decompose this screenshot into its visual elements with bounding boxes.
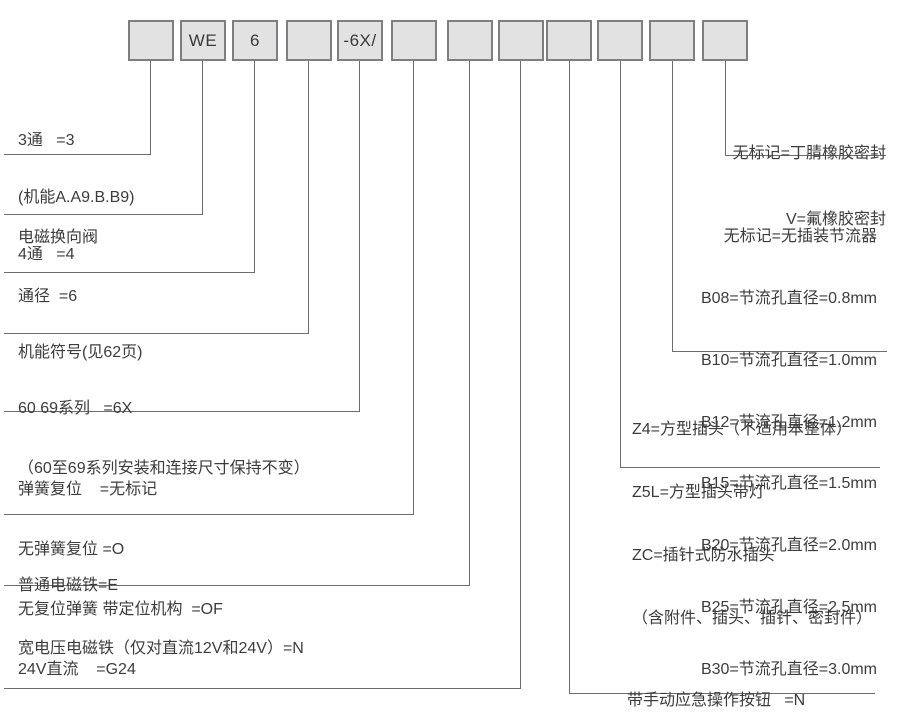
code-box-7 <box>447 20 493 61</box>
label-supply-voltage: 24V直流 =G24 220V交流.50Hz =W220-50 220V交流本整… <box>18 617 217 723</box>
label-line: 弹簧复位 =无标记 <box>18 481 158 498</box>
label-line: B08=节流孔直径=0.8mm <box>700 289 877 307</box>
label-line: 无标记=丁腈橡胶密封 <box>732 145 886 162</box>
connector-spool-symbol <box>4 61 309 334</box>
label-line: 电磁换向阀 <box>18 229 99 246</box>
connector-valve-type <box>4 61 203 215</box>
connector-ways <box>4 61 151 155</box>
connector-seal-material <box>725 61 886 156</box>
label-line: 60 69系列 =6X <box>18 400 133 417</box>
label-line: V=氟橡胶密封 <box>785 211 886 228</box>
code-box-9 <box>546 20 592 61</box>
label-line: 机能符号(见62页) <box>18 344 143 361</box>
label-valve-type: 电磁换向阀 <box>18 188 98 288</box>
label-line: B20=节流孔直径=2.0mm <box>700 537 877 555</box>
label-line: B10=节流孔直径=1.0mm <box>700 351 877 369</box>
code-box-6: 6 <box>232 20 278 61</box>
label-connector-plug: Z4=方型插头（不适用本整体） Z5L=方型插头带灯 ZC=插针式防水插头 （含… <box>632 377 872 671</box>
code-box-11 <box>649 20 695 61</box>
label-line: （含附件、插头、插针、密封件） <box>632 610 873 627</box>
connector-supply-voltage <box>4 61 521 689</box>
label-line: (机能A.A9.B.B9) <box>18 189 135 206</box>
label-line: 普通电磁铁=E <box>18 577 119 594</box>
label-manual-override: 带手动应急操作按钮 =N <box>627 651 805 723</box>
label-line: 带手动应急操作按钮 =N <box>627 692 806 709</box>
code-box-10 <box>597 20 643 61</box>
label-throttle-insert: 无标记=无插装节流器 B08=节流孔直径=0.8mm B10=节流孔直径=1.0… <box>701 186 877 721</box>
connector-throttle-insert <box>672 61 887 352</box>
label-nominal-size: 通径 =6 <box>18 247 77 347</box>
label-series: 60 69系列 =6X （60至69系列安装和连接尺寸保持不变） <box>18 359 310 519</box>
code-box-8 <box>498 20 544 61</box>
label-solenoid-type: 普通电磁铁=E 宽电压电磁铁（仅对直流12V和24V）=N <box>18 533 304 701</box>
label-line: B30=节流孔直径=3.0mm <box>700 660 877 678</box>
connector-series <box>4 61 360 412</box>
label-ways: 3通 =3 (机能A.A9.B.B9) 4通 =4 <box>18 93 134 302</box>
code-box-12 <box>702 20 748 61</box>
label-line: 无弹簧复位 =O <box>18 541 125 558</box>
label-line: Z4=方型插头（不适用本整体） <box>632 421 853 438</box>
code-box-label: -6X/ <box>343 30 377 50</box>
code-box-label: 6 <box>250 30 260 50</box>
label-line: ZC=插针式防水插头 <box>632 547 775 564</box>
label-line: 宽电压电磁铁（仅对直流12V和24V）=N <box>18 640 304 657</box>
connector-solenoid-type <box>4 61 470 586</box>
code-box-6x: -6X/ <box>337 20 383 61</box>
label-line: 4通 =4 <box>18 246 75 263</box>
connector-nominal-size <box>4 61 255 273</box>
connector-spring-return <box>4 61 414 515</box>
label-line: 3通 =3 <box>18 132 75 149</box>
label-line: Z5L=方型插头带灯 <box>632 484 765 501</box>
label-line: 通径 =6 <box>18 288 78 305</box>
label-line: 24V直流 =G24 <box>18 661 136 678</box>
code-box-6 <box>391 20 437 61</box>
label-line: （60至69系列安装和连接尺寸保持不变） <box>18 460 310 477</box>
connector-connector-plug <box>620 61 880 468</box>
label-line: 无复位弹簧 带定位机构 =OF <box>18 601 223 618</box>
connector-manual-override <box>569 61 875 694</box>
label-seal-material: 无标记=丁腈橡胶密封 V=氟橡胶密封 <box>733 99 886 275</box>
code-box-label: WE <box>188 30 218 50</box>
label-spring-return: 弹簧复位 =无标记 无弹簧复位 =O 无复位弹簧 带定位机构 =OF <box>18 440 223 660</box>
label-line: B25=节流孔直径=2.5mm <box>700 598 877 616</box>
label-line: B12=节流孔直径=1.2mm <box>700 413 877 431</box>
code-box-we: WE <box>180 20 226 61</box>
code-box-4 <box>286 20 332 61</box>
code-box-1 <box>128 20 174 61</box>
label-line: B15=节流孔直径=1.5mm <box>700 475 877 493</box>
label-line: 无标记=无插装节流器 <box>723 228 877 246</box>
label-spool-symbol: 机能符号(见62页) <box>18 303 142 403</box>
